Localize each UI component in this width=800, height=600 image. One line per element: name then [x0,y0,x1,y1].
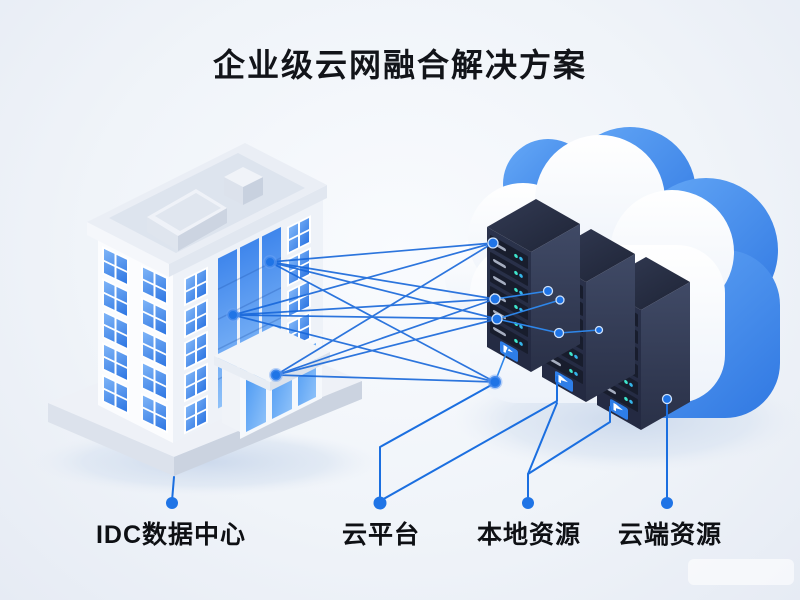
watermark-badge [688,559,794,585]
mesh-lines [232,242,498,383]
office-building-illustration [48,143,362,476]
server-node-dot [594,325,604,335]
label-dot-idc [166,497,178,509]
building-node-dot [269,368,283,382]
rooftop-cube [224,167,263,205]
server-node-dot [487,237,499,249]
label-cloud-platform: 云平台 [341,521,421,549]
page-title: 企业级云网融合解决方案 [212,47,587,83]
label-local-resources: 本地资源 [476,521,582,549]
rooftop-hvac-unit [147,189,227,251]
server-node-dot [661,393,673,405]
label-dot-cloud-resources [661,497,673,509]
junction-node-dot [487,374,503,390]
leader-lines [171,376,668,502]
building-node-dot [263,255,277,269]
server-rack-1 [487,199,580,372]
label-idc-data-center: IDC数据中心 [95,521,247,549]
label-dot-cloud-platform [373,496,387,510]
rack-circuit-lines [494,290,600,383]
server-node-dot [553,327,565,339]
building-node-dot [226,308,240,322]
annex-building [214,326,330,439]
server-node-dot [542,285,554,297]
server-node-dot [489,293,501,305]
label-dot-local-resources [522,497,534,509]
label-cloud-resources: 云端资源 [617,521,723,549]
connection-dots [166,237,673,510]
server-node-dot [491,313,503,325]
server-node-dot [555,295,565,305]
